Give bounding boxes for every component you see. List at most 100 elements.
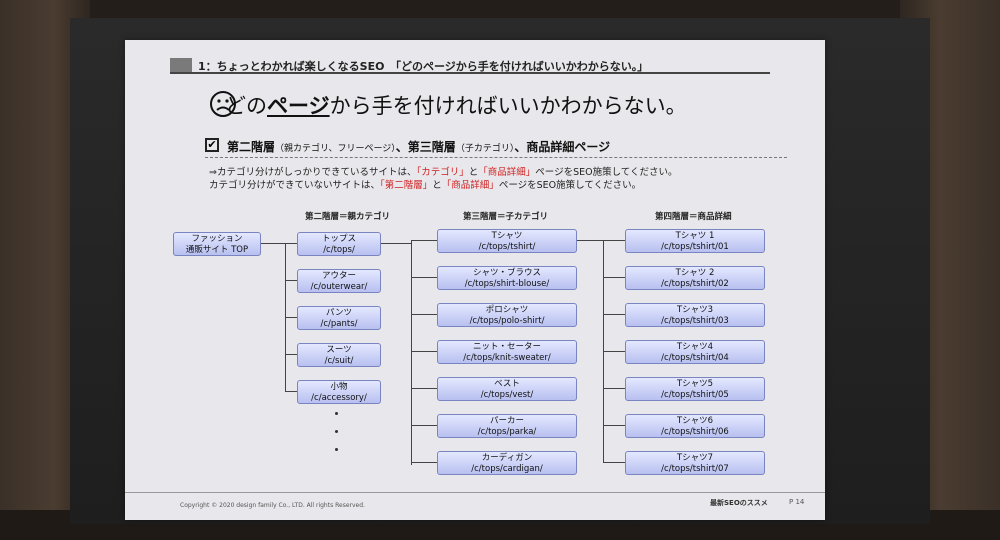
level4-node: Tシャツ7/c/tops/tshirt/07 (625, 451, 765, 475)
level3-node-path: /c/tops/tshirt/ (478, 242, 536, 252)
section-title: 1：ちょっとわかれば楽しくなるSEO 「どのページから手を付ければいいかわからな… (198, 60, 649, 73)
slide-title: どのページから手を付ければいいかわからない。 (225, 90, 687, 120)
note2-and: と (432, 180, 442, 191)
level3-node-path: /c/tops/polo-shirt/ (469, 316, 545, 326)
connector-line (411, 388, 437, 389)
copyright: Copyright © 2020 design family Co., LTD.… (180, 502, 365, 509)
level3-node: ベスト/c/tops/vest/ (437, 377, 577, 401)
root-node: ファッション通販サイト TOP (173, 232, 261, 256)
connector-line (603, 277, 625, 278)
connector-line (411, 277, 437, 278)
more-indicator-dot (335, 412, 338, 415)
connector-line (411, 462, 437, 463)
checkbox-icon: ✔ (205, 138, 219, 152)
level4-node: Tシャツ 2/c/tops/tshirt/02 (625, 266, 765, 290)
connector-line (411, 425, 437, 426)
level3-node-name: ニット・セーター (472, 342, 541, 352)
level4-node-name: Tシャツ 1 (675, 231, 715, 241)
note-line-2: カテゴリ分けができていないサイトは、「第二階層」と「商品詳細」ページをSEO施策… (209, 177, 641, 191)
level3-node: パーカー/c/tops/parka/ (437, 414, 577, 438)
level2-node-path: /c/tops/ (323, 245, 355, 255)
level2-node-path: /c/suit/ (324, 356, 354, 366)
subtitle: 第二階層（親カテゴリ、フリーページ）、第三階層（子カテゴリ）、商品詳細ページ (205, 138, 787, 158)
level3-node-name: Tシャツ (491, 231, 523, 241)
level3-node: カーディガン/c/tops/cardigan/ (437, 451, 577, 475)
level2-node-path: /c/pants/ (320, 319, 358, 329)
connector-line (285, 317, 297, 318)
connector-line (411, 314, 437, 315)
more-indicator-dot (335, 448, 338, 451)
level4-node-path: /c/tops/tshirt/02 (661, 279, 729, 289)
level3-node: ニット・セーター/c/tops/knit-sweater/ (437, 340, 577, 364)
level2-node: アウター/c/outerwear/ (297, 269, 381, 293)
level3-node-path: /c/tops/knit-sweater/ (463, 353, 551, 363)
level3-node-name: カーディガン (481, 453, 533, 463)
connector-line (261, 243, 297, 244)
level4-node-name: Tシャツ6 (676, 416, 714, 426)
level4-node-name: Tシャツ3 (676, 305, 714, 315)
level2-node: スーツ/c/suit/ (297, 343, 381, 367)
level4-node-name: Tシャツ4 (676, 342, 714, 352)
level4-node: Tシャツ3/c/tops/tshirt/03 (625, 303, 765, 327)
title-text-rest: から手を付ければいいかわからない。 (329, 94, 687, 118)
connector-line (603, 425, 625, 426)
level4-node-path: /c/tops/tshirt/06 (661, 427, 729, 437)
level2-node: パンツ/c/pants/ (297, 306, 381, 330)
connector-line (411, 351, 437, 352)
connector-line (603, 314, 625, 315)
level3-node-path: /c/tops/cardigan/ (471, 464, 543, 474)
level3-node-path: /c/tops/vest/ (480, 390, 534, 400)
more-indicator-dot (335, 430, 338, 433)
level4-node: Tシャツ5/c/tops/tshirt/05 (625, 377, 765, 401)
level2-node-path: /c/outerwear/ (310, 282, 368, 292)
slide-header: 1：ちょっとわかれば楽しくなるSEO 「どのページから手を付ければいいかわからな… (170, 58, 770, 74)
subtitle-level3-note: （子カテゴリ） (455, 144, 515, 154)
level4-node-path: /c/tops/tshirt/04 (661, 353, 729, 363)
subtitle-product: 、商品詳細ページ (514, 140, 611, 154)
connector-line (577, 240, 603, 241)
note2-text-end: ページをSEO施策してください。 (498, 180, 642, 191)
title-text: どの (225, 94, 267, 118)
note1-highlight-product: 「商品詳細」 (478, 167, 536, 178)
column-header-level4: 第四階層＝商品詳細 (655, 212, 732, 222)
level2-node-name: 小物 (330, 382, 348, 392)
page-number: P 14 (789, 498, 805, 506)
root-node-path: 通販サイト TOP (185, 245, 249, 255)
note2-text: カテゴリ分けができていないサイトは、 (209, 180, 381, 191)
level4-node-path: /c/tops/tshirt/07 (661, 464, 729, 474)
level3-node: Tシャツ/c/tops/tshirt/ (437, 229, 577, 253)
note1-text: ⇒カテゴリ分けがしっかりできているサイトは、 (209, 167, 417, 178)
level4-node-name: Tシャツ 2 (675, 268, 715, 278)
level2-node-name: パンツ (326, 308, 352, 318)
level2-node-path: /c/accessory/ (311, 393, 367, 403)
level4-node-name: Tシャツ7 (676, 453, 714, 463)
level3-node-name: シャツ・ブラウス (472, 268, 541, 278)
level4-node-name: Tシャツ5 (676, 379, 714, 389)
level3-node-path: /c/tops/shirt-blouse/ (464, 279, 550, 289)
connector-line (381, 243, 411, 244)
level3-node-name: パーカー (489, 416, 524, 426)
column-header-level2: 第二階層＝親カテゴリ (305, 212, 391, 222)
level3-node-name: ポロシャツ (485, 305, 529, 315)
level2-node: トップス/c/tops/ (297, 232, 381, 256)
connector-line (285, 354, 297, 355)
footer-divider (125, 492, 825, 493)
level4-node-path: /c/tops/tshirt/03 (661, 316, 729, 326)
level3-node-path: /c/tops/parka/ (477, 427, 537, 437)
level2-node-name: トップス (321, 234, 356, 244)
connector-line (411, 240, 412, 465)
level2-node-name: アウター (321, 271, 356, 281)
note2-highlight-level2: 「第二階層」 (380, 180, 433, 191)
level4-node: Tシャツ6/c/tops/tshirt/06 (625, 414, 765, 438)
level3-node: シャツ・ブラウス/c/tops/shirt-blouse/ (437, 266, 577, 290)
subtitle-level3: 、第三階層 (395, 140, 456, 154)
level4-node: Tシャツ4/c/tops/tshirt/04 (625, 340, 765, 364)
connector-line (285, 391, 297, 392)
connector-line (285, 280, 297, 281)
slide: 1：ちょっとわかれば楽しくなるSEO 「どのページから手を付ければいいかわからな… (125, 40, 825, 520)
note1-highlight-category: 「カテゴリ」 (416, 167, 469, 178)
column-header-level3: 第三階層＝子カテゴリ (463, 212, 549, 222)
connector-line (603, 388, 625, 389)
subtitle-level2-note: （親カテゴリ、フリーページ） (275, 144, 396, 154)
root-node-name: ファッション (191, 234, 243, 244)
